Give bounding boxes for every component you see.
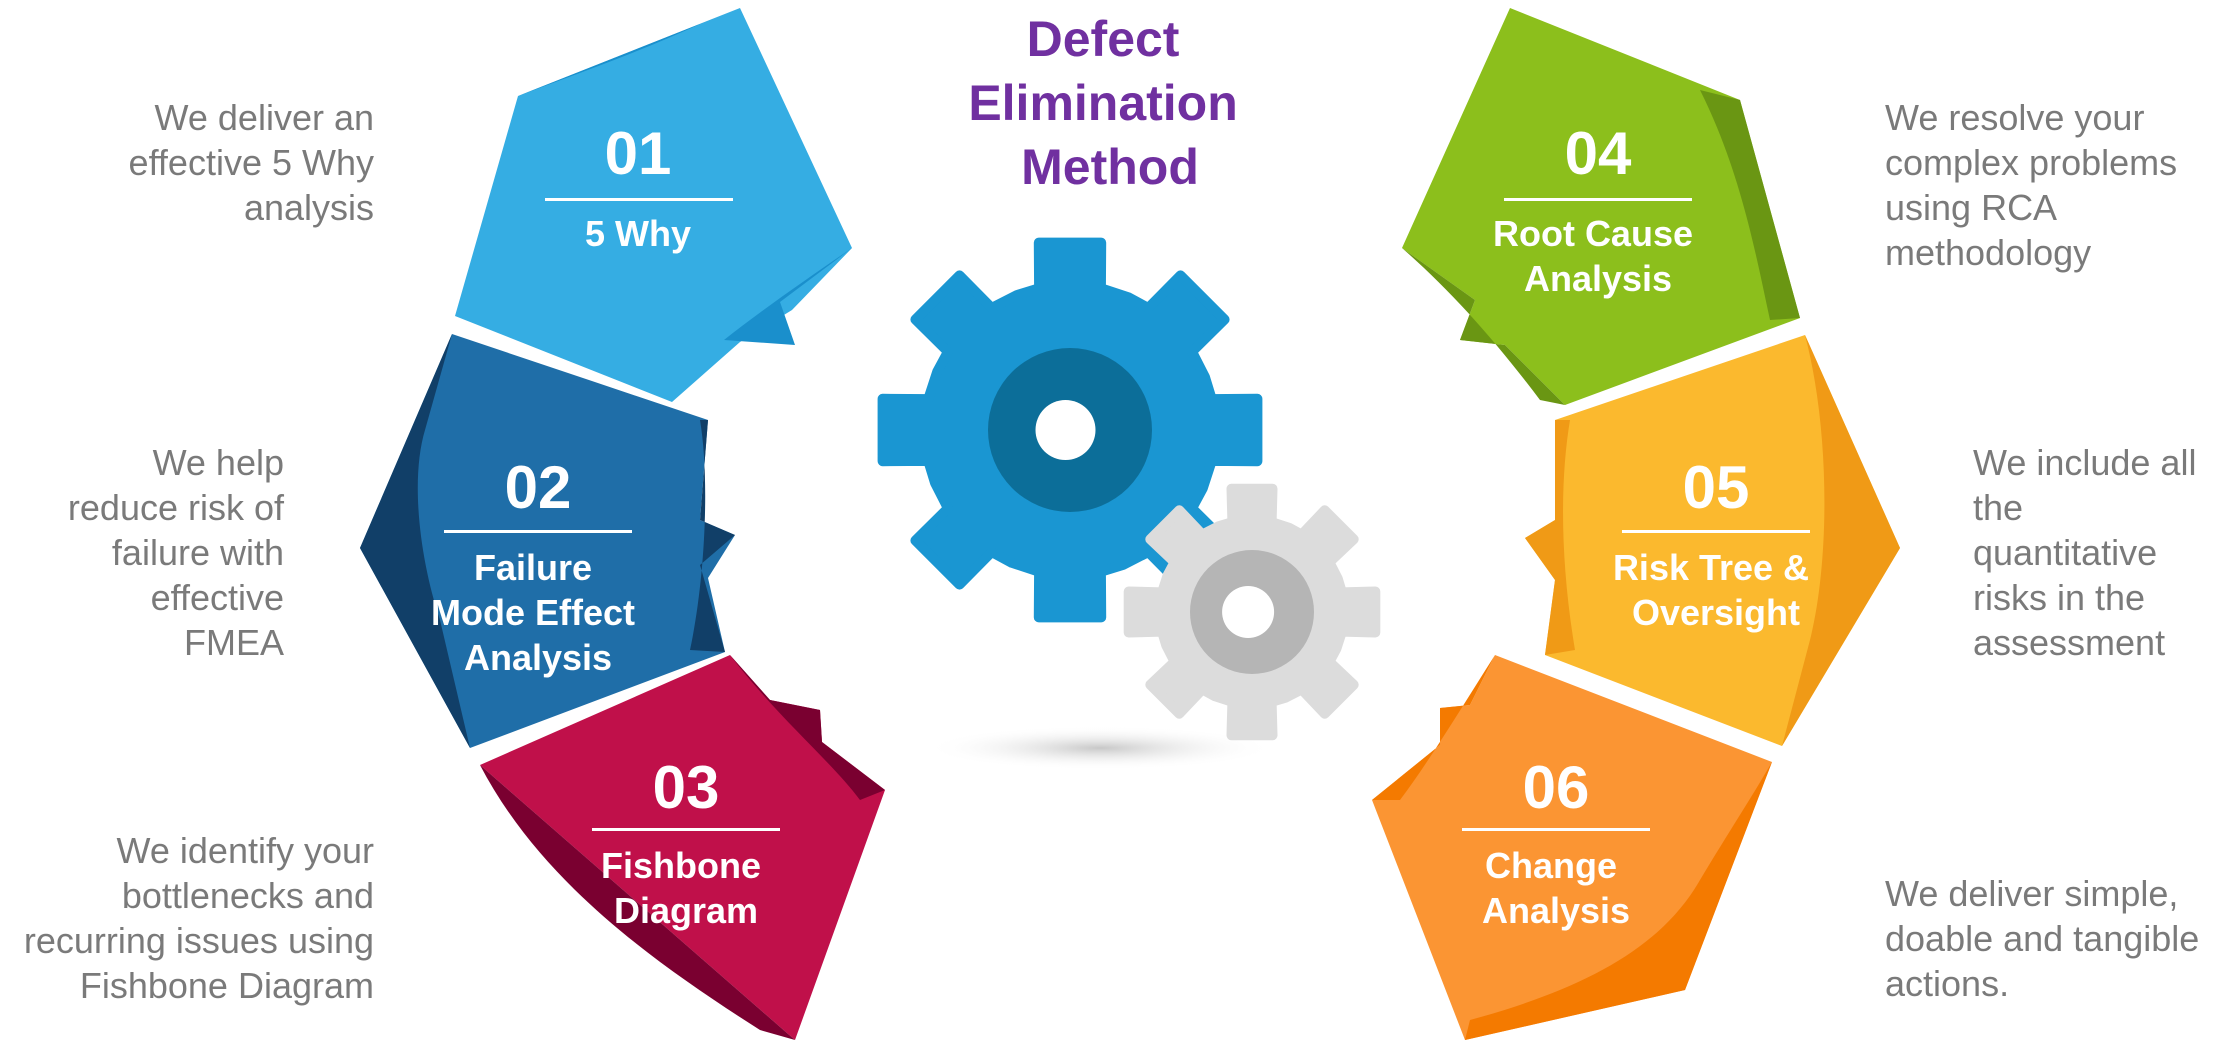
step-01-curl <box>724 248 852 345</box>
step-02-label-line-1: Failure <box>474 547 592 588</box>
step-03-divider <box>592 828 780 831</box>
step-01-label-line-1: 5 Why <box>585 213 691 254</box>
step-01-segment: 01 5 Why <box>455 8 852 402</box>
step-05-label-line-2: Oversight <box>1632 592 1800 633</box>
step-03-label-line-2: Diagram <box>614 890 758 931</box>
step-05-label: Risk Tree & Oversight <box>1613 547 1819 633</box>
step-04-edge <box>1700 90 1800 320</box>
step-03-description-line: bottlenecks and <box>121 875 374 916</box>
step-02-label-line-2: Mode Effect <box>431 592 635 633</box>
step-06-description-line: doable and tangible <box>1885 918 2200 959</box>
step-01-shape <box>455 8 852 402</box>
step-06-description-line: We deliver simple, <box>1885 873 2179 914</box>
step-05-edge <box>1782 335 1900 746</box>
step-03-edge <box>480 765 795 1040</box>
step-01-description: We deliver an effective 5 Why analysis <box>129 95 374 230</box>
step-01-label: 5 Why <box>585 213 691 254</box>
step-02-divider <box>444 530 632 533</box>
step-01-description-line: We deliver an <box>154 97 374 138</box>
step-05-description: We include all the quantitative risks in… <box>1973 440 2196 665</box>
step-06-divider <box>1462 828 1650 831</box>
step-06-description: We deliver simple, doable and tangible a… <box>1885 871 2199 1006</box>
step-04-description-line: methodology <box>1885 232 2092 273</box>
small-gear-icon <box>1123 483 1381 741</box>
step-02-description-line: reduce risk of <box>67 487 284 528</box>
step-03-number: 03 <box>653 754 720 821</box>
step-02-description-line: We help <box>152 442 284 483</box>
step-03-description-line: recurring issues using <box>23 920 374 961</box>
step-02-notch <box>690 420 735 652</box>
step-06-segment: 06 Change Analysis <box>1372 655 1772 1040</box>
step-06-label-line-1: Change <box>1485 845 1617 886</box>
gear-hole <box>1222 586 1275 638</box>
step-05-shape <box>1525 335 1900 746</box>
step-02-description-line: FMEA <box>183 622 284 663</box>
step-04-description-line: using RCA <box>1885 187 2058 228</box>
step-02-label: Failure Mode Effect Analysis <box>431 547 645 678</box>
step-03-label-line-1: Fishbone <box>601 845 761 886</box>
step-05-description-line: the <box>1973 487 2024 528</box>
step-04-label: Root Cause Analysis <box>1493 213 1703 299</box>
step-02-segment: 02 Failure Mode Effect Analysis <box>360 334 735 748</box>
step-04-segment: 04 Root Cause Analysis <box>1402 8 1800 405</box>
step-04-number: 04 <box>1565 120 1632 187</box>
title-line-3: Method <box>1021 139 1199 195</box>
diagram-title: Defect Elimination Method <box>968 11 1251 195</box>
step-04-label-line-1: Root Cause <box>1493 213 1693 254</box>
step-02-description: We help reduce risk of failure with effe… <box>68 440 284 665</box>
step-05-number: 05 <box>1683 454 1750 521</box>
step-02-description-line: effective <box>150 577 284 618</box>
step-04-shape <box>1402 8 1800 405</box>
step-03-label: Fishbone Diagram <box>601 845 771 931</box>
step-05-description-line: quantitative <box>1973 532 2158 573</box>
step-03-description: We identify your bottlenecks and recurri… <box>24 828 374 1008</box>
step-01-description-line: effective 5 Why <box>128 142 374 183</box>
step-01-edge <box>518 8 740 96</box>
step-02-description-line: failure with <box>111 532 284 573</box>
step-03-description-line: We identify your <box>116 830 374 871</box>
step-01-divider <box>545 198 733 201</box>
step-02-shape <box>360 334 735 748</box>
step-06-edge <box>1465 762 1772 1040</box>
step-05-description-line: risks in the <box>1973 577 2146 618</box>
step-04-label-line-2: Analysis <box>1524 258 1672 299</box>
step-06-number: 06 <box>1523 754 1590 821</box>
title-line-2: Elimination <box>968 75 1237 131</box>
step-03-fold <box>730 655 885 800</box>
step-04-curl <box>1402 248 1565 405</box>
step-02-edge-left <box>360 334 470 748</box>
gear-hole <box>1035 400 1096 460</box>
step-03-segment: 03 Fishbone Diagram <box>480 655 885 1040</box>
step-02-number: 02 <box>505 454 572 521</box>
step-06-label: Change Analysis <box>1482 845 1630 931</box>
title-line-1: Defect <box>1027 11 1180 67</box>
step-05-notch <box>1525 420 1575 655</box>
step-05-description-line: We include all <box>1973 442 2197 483</box>
step-03-shape <box>480 655 885 1040</box>
step-06-label-line-2: Analysis <box>1482 890 1630 931</box>
step-01-number: 01 <box>605 120 672 187</box>
step-03-description-line: Fishbone Diagram <box>79 965 374 1006</box>
step-04-divider <box>1504 198 1692 201</box>
step-06-description-line: actions. <box>1885 963 2010 1004</box>
step-05-divider <box>1622 530 1810 533</box>
step-04-description-line: We resolve your <box>1885 97 2145 138</box>
step-05-description-line: assessment <box>1973 622 2166 663</box>
step-04-description: We resolve your complex problems using R… <box>1885 95 2177 275</box>
step-05-segment: 05 Risk Tree & Oversight <box>1525 335 1900 746</box>
step-04-description-line: complex problems <box>1885 142 2178 183</box>
step-05-label-line-1: Risk Tree & <box>1613 547 1809 588</box>
step-01-description-line: analysis <box>243 187 374 228</box>
step-02-label-line-3: Analysis <box>464 637 612 678</box>
gear-shadow <box>925 726 1275 770</box>
